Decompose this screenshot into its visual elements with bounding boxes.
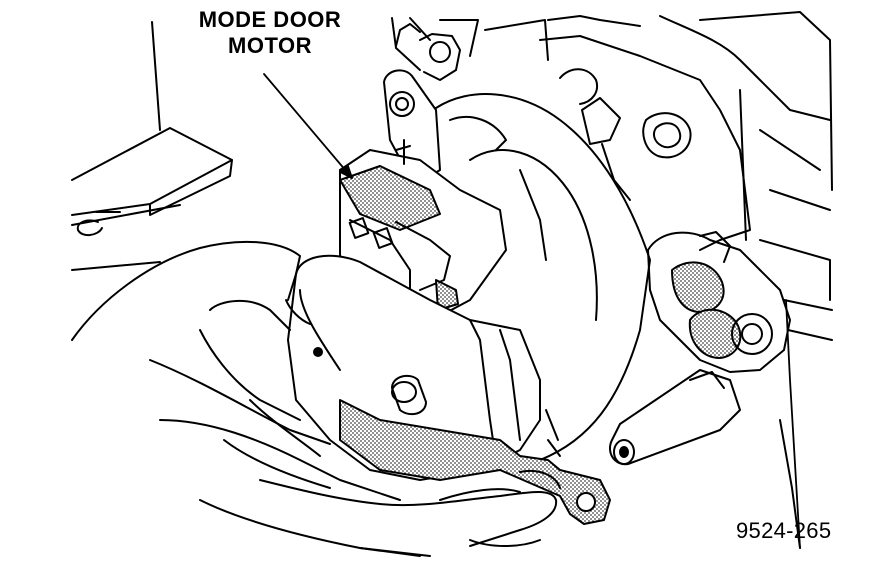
cam-bracket [648,232,790,372]
callout-label-line1: MODE DOOR [198,7,342,32]
mode-door-motor [286,140,610,524]
motor-leader-line [264,74,352,178]
mode-door-housing [436,94,650,460]
mounting-peg [610,370,740,464]
motor-leader-arrow [340,166,352,178]
technician-hand [72,242,560,556]
left-bracket-panel [72,22,232,270]
hvac-housing [392,12,832,548]
figure-leader-line [786,300,800,548]
callout-leaders [264,74,800,548]
callout-label-line2: MOTOR [228,33,312,58]
door-lever-arm [384,24,460,180]
figure-number: 9524-265 [736,518,832,543]
